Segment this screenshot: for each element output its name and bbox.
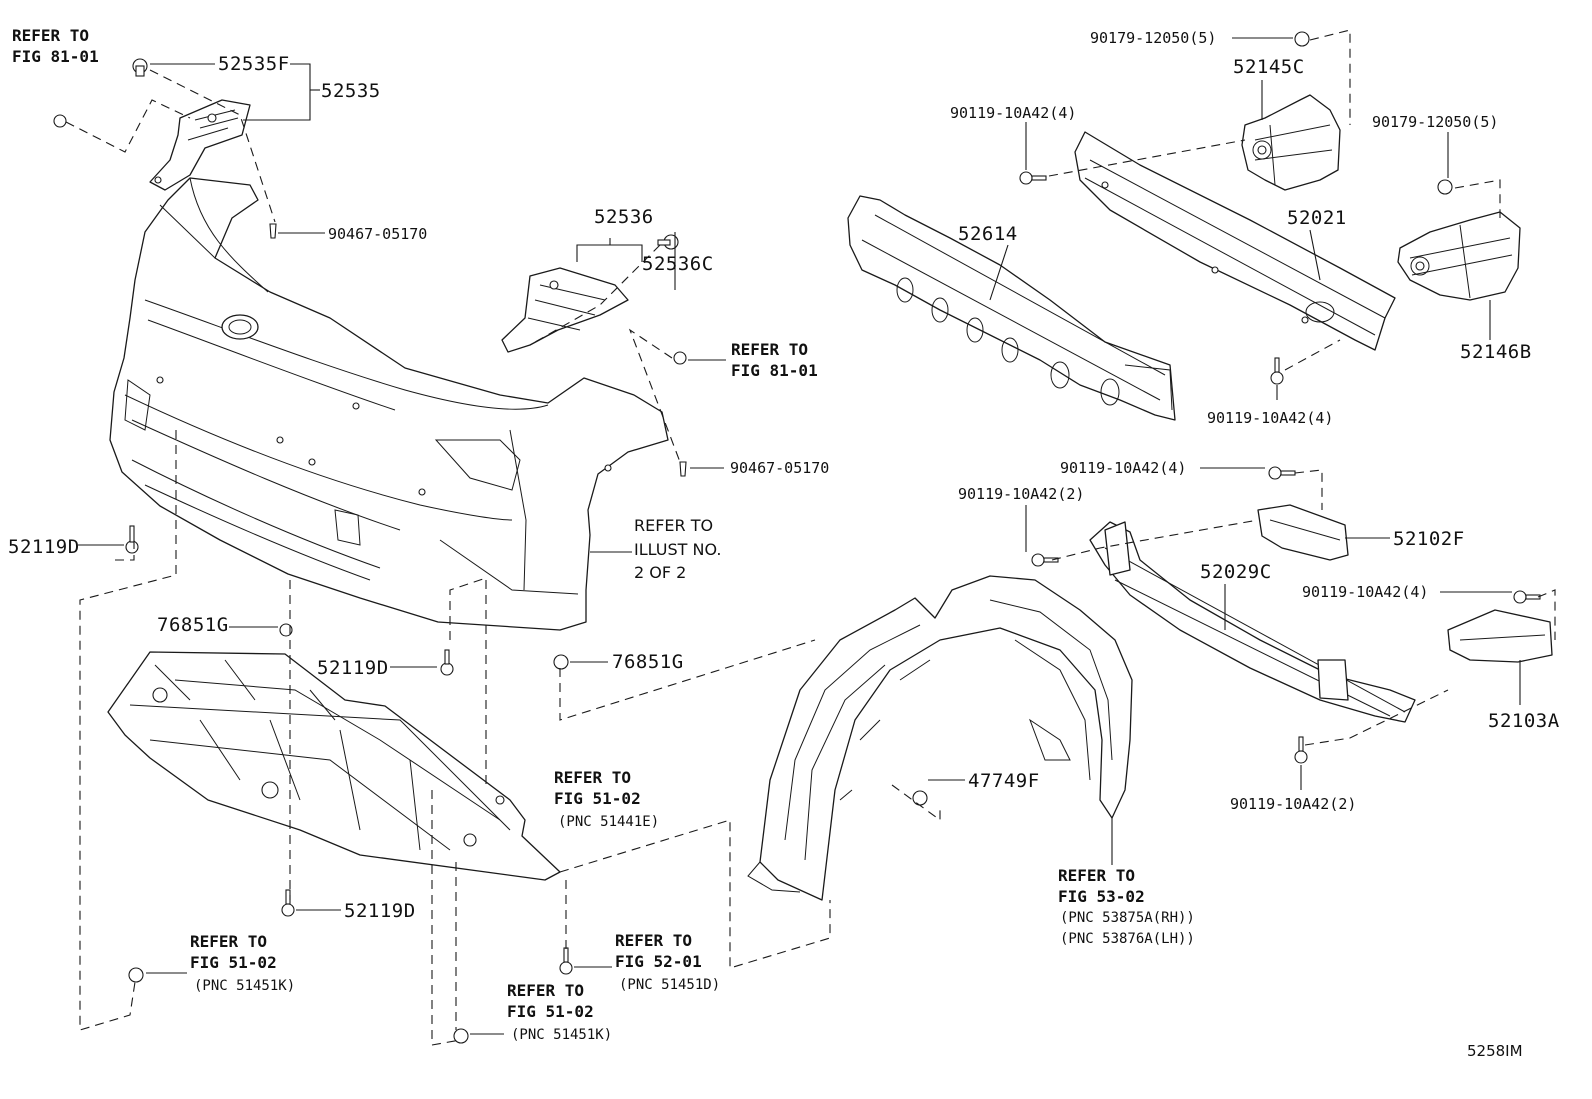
ref-fig-51-02-c-line2: FIG 51-02 <box>507 1002 594 1021</box>
ref-fig-53-02-line4: (PNC 53876A(LH)) <box>1060 931 1195 947</box>
ref-fig-51-02-a-line3: (PNC 51441E) <box>558 814 659 830</box>
label-90467-05170-top: 90467-05170 <box>328 225 427 243</box>
ref-fig-53-02-line2: FIG 53-02 <box>1058 887 1145 906</box>
ref-fig-51-02-a-line1: REFER TO <box>554 768 631 787</box>
label-90119-10A42-2-left: 90119-10A42(2) <box>958 485 1084 503</box>
bumper-cover <box>109 177 669 631</box>
reinforcement-52029C <box>1089 521 1416 723</box>
assembly-lines <box>65 29 1556 1046</box>
under-cover <box>107 651 561 881</box>
bracket-52103A <box>1447 609 1553 663</box>
ref-fig-52-01-line1: REFER TO <box>615 931 692 950</box>
label-52535F: 52535F <box>218 53 290 75</box>
label-90467-05170-side: 90467-05170 <box>730 459 829 477</box>
label-52536C: 52536C <box>642 253 714 275</box>
ref-fig-81-01-b-line2: FIG 81-01 <box>731 361 818 380</box>
ref-fig-51-02-b-line2: FIG 51-02 <box>190 953 277 972</box>
ref-fig-52-01-line2: FIG 52-01 <box>615 952 702 971</box>
bracket-52102F <box>1257 504 1349 561</box>
crashbox-52145C <box>1241 94 1341 191</box>
ref-fig-81-01-b-line1: REFER TO <box>731 340 808 359</box>
label-90119-10A42-2-bottom: 90119-10A42(2) <box>1230 795 1356 813</box>
illustration-code: 5258IM <box>1467 1042 1523 1060</box>
fender-liner <box>747 575 1133 901</box>
label-52119D-bottom: 52119D <box>344 900 416 922</box>
ref-fig-51-02-c-line1: REFER TO <box>507 981 584 1000</box>
label-47749F: 47749F <box>968 770 1040 792</box>
leader-lines <box>78 37 1521 1035</box>
ref-illust-line1: REFER TO <box>634 516 713 535</box>
label-52021: 52021 <box>1287 207 1347 229</box>
absorber-52614 <box>847 195 1176 421</box>
label-52029C: 52029C <box>1200 561 1272 583</box>
label-52614: 52614 <box>958 223 1018 245</box>
ref-fig-51-02-c-line3: (PNC 51451K) <box>511 1027 612 1043</box>
label-52119D-mid: 52119D <box>317 657 389 679</box>
label-52102F: 52102F <box>1393 528 1465 550</box>
ref-fig-53-02-line1: REFER TO <box>1058 866 1135 885</box>
label-90179-12050-right: 90179-12050(5) <box>1372 113 1498 131</box>
crashbox-52146B <box>1397 211 1521 301</box>
ref-fig-81-01-a-line1: REFER TO <box>12 26 89 45</box>
ref-fig-53-02-line3: (PNC 53875A(RH)) <box>1060 910 1195 926</box>
label-90119-10A42-right: 90119-10A42(4) <box>1302 583 1428 601</box>
label-76851G-right: 76851G <box>612 651 684 673</box>
ref-illust-line2: ILLUST NO. <box>634 540 721 559</box>
reinforcement-52021 <box>1074 131 1396 351</box>
bracket-52536 <box>501 267 629 353</box>
ref-fig-51-02-b-line3: (PNC 51451K) <box>194 978 295 994</box>
label-76851G-left: 76851G <box>157 614 229 636</box>
label-52146B: 52146B <box>1460 341 1532 363</box>
part-labels: 52535F 52535 90467-05170 52536 52536C 90… <box>8 29 1560 922</box>
ref-fig-81-01-a-line2: FIG 81-01 <box>12 47 99 66</box>
label-52536: 52536 <box>594 206 654 228</box>
ref-fig-52-01-line3: (PNC 51451D) <box>619 977 720 993</box>
reference-notes: REFER TO FIG 81-01 REFER TO FIG 81-01 RE… <box>12 26 1195 1043</box>
ref-fig-51-02-b-line1: REFER TO <box>190 932 267 951</box>
fasteners <box>53 31 1541 1044</box>
label-90179-12050-top: 90179-12050(5) <box>1090 29 1216 47</box>
label-52145C: 52145C <box>1233 56 1305 78</box>
ref-illust-line3: 2 OF 2 <box>634 563 686 582</box>
label-52119D-left: 52119D <box>8 536 80 558</box>
label-52103A: 52103A <box>1488 710 1560 732</box>
label-90119-10A42-mid: 90119-10A42(4) <box>1060 459 1186 477</box>
ref-fig-51-02-a-line2: FIG 51-02 <box>554 789 641 808</box>
label-90119-10A42-reinf: 90119-10A42(4) <box>1207 409 1333 427</box>
bracket-52535 <box>149 99 251 191</box>
label-52535: 52535 <box>321 80 381 102</box>
label-90119-10A42-top: 90119-10A42(4) <box>950 104 1076 122</box>
